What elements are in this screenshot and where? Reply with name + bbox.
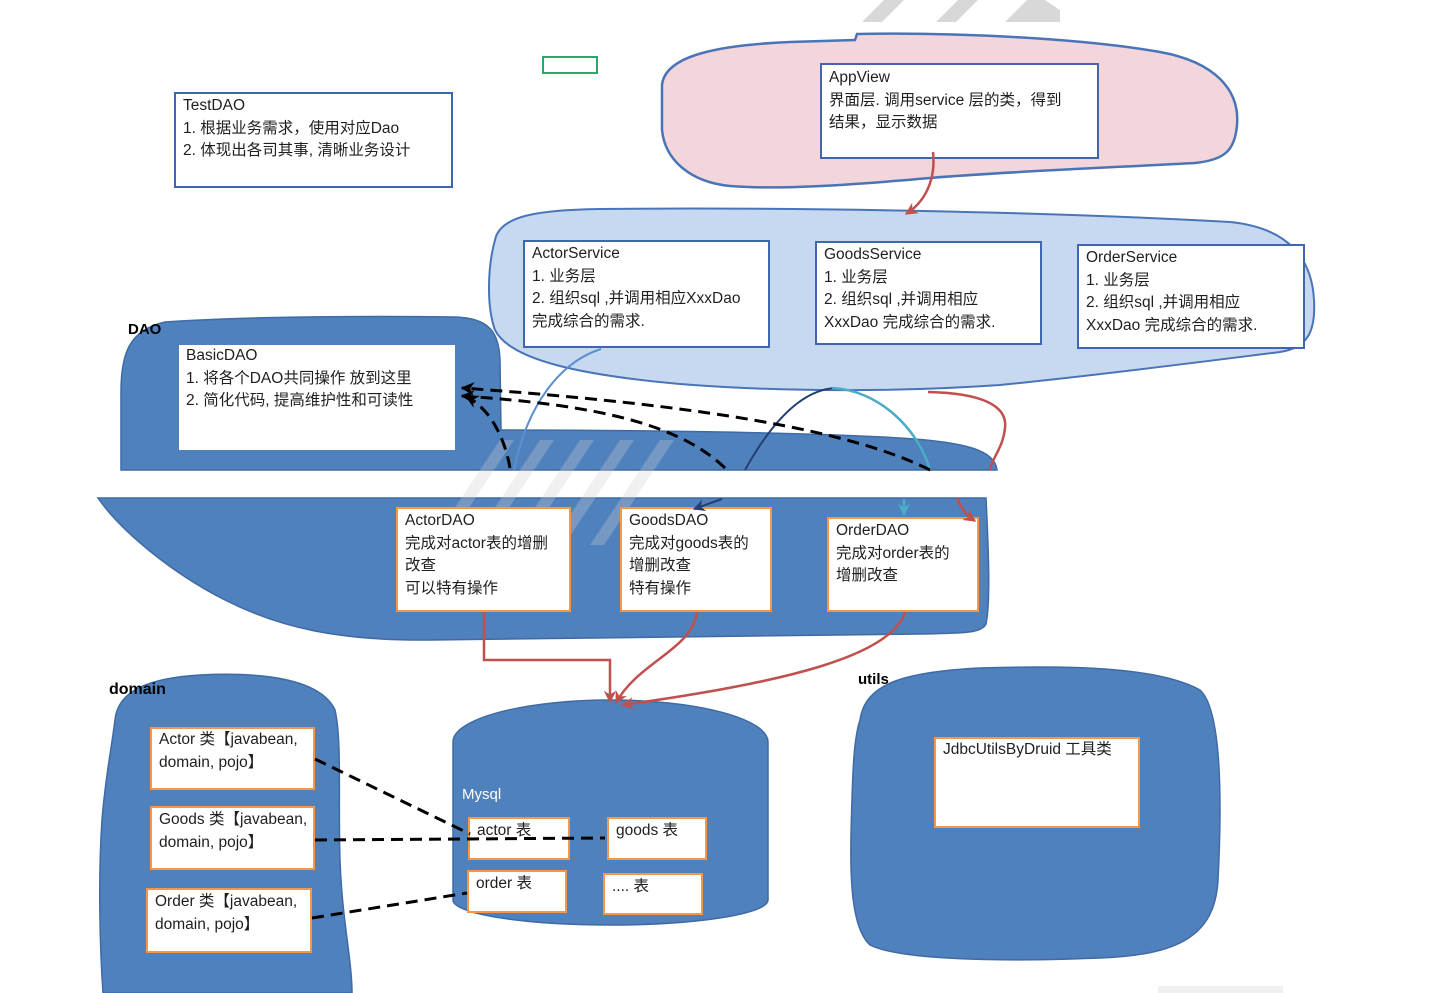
dao-line: 增删改查 <box>836 567 899 584</box>
service-line: XxxDao 完成综合的需求. <box>1086 316 1258 334</box>
order-table-box: order 表 <box>467 870 567 913</box>
basic-dao-box: BasicDAO 1. 将各个DAO共同操作 放到这里 2. 简化代码, 提高维… <box>179 345 455 450</box>
dao-line: 完成对actor表的增删 <box>405 534 548 552</box>
order-dao-box: OrderDAO 完成对order表的 增删改查 <box>827 517 979 612</box>
domain-order-class-box: Order 类【javabean, domain, pojo】 <box>146 888 312 953</box>
service-line: 2. 组织sql ,并调用相应XxxDao <box>532 290 741 307</box>
mysql-cylinder <box>452 699 769 926</box>
app-view-title: AppView <box>829 69 890 86</box>
table-label: actor 表 <box>477 822 532 839</box>
dao-title: GoodsDAO <box>629 512 709 529</box>
basic-dao-line: 2. 简化代码, 提高维护性和可读性 <box>186 392 414 409</box>
mysql-label: Mysql <box>462 786 502 803</box>
utils-layer-label: utils <box>858 671 889 688</box>
app-view-box: AppView 界面层. 调用service 层的类，得到 结果，显示数据 <box>820 63 1099 159</box>
service-line: XxxDao 完成综合的需求. <box>824 313 996 331</box>
service-title: OrderService <box>1086 249 1178 266</box>
watermark-stripes <box>862 0 1283 993</box>
dao-line: 特有操作 <box>629 579 692 597</box>
test-dao-line: 2. 体现出各司其事, 清晰业务设计 <box>183 142 411 159</box>
domain-class-line: Order 类【javabean, <box>155 893 298 910</box>
service-title: GoodsService <box>824 246 922 263</box>
table-label: order 表 <box>476 875 532 892</box>
app-view-line: 结果，显示数据 <box>829 114 938 131</box>
service-line: 2. 组织sql ,并调用相应 <box>824 291 979 308</box>
domain-class-line: Actor 类【javabean, <box>159 731 298 748</box>
goods-table-box: goods 表 <box>607 817 707 860</box>
basic-dao-title: BasicDAO <box>186 347 258 364</box>
test-dao-line: 1. 根据业务需求，使用对应Dao <box>183 119 400 137</box>
dao-line: 增删改查 <box>629 557 692 574</box>
test-dao-box: TestDAO 1. 根据业务需求，使用对应Dao 2. 体现出各司其事, 清晰… <box>174 92 453 188</box>
order-service-box: OrderService 1. 业务层 2. 组织sql ,并调用相应 XxxD… <box>1077 244 1305 349</box>
table-label: goods 表 <box>616 822 679 839</box>
domain-class-line: Goods 类【javabean, <box>159 811 308 828</box>
service-line: 1. 业务层 <box>1086 271 1150 289</box>
more-tables-box: .... 表 <box>603 873 703 915</box>
dao-line: 改查 <box>405 557 437 574</box>
service-title: ActorService <box>532 245 620 262</box>
app-view-line: 界面层. 调用service 层的类，得到 <box>829 91 1062 109</box>
green-placeholder-rect <box>542 56 598 74</box>
dao-line: 完成对goods表的 <box>629 534 749 552</box>
actor-dao-box: ActorDAO 完成对actor表的增删 改查 可以特有操作 <box>396 507 571 612</box>
domain-actor-class-box: Actor 类【javabean, domain, pojo】 <box>150 727 315 790</box>
table-label: .... 表 <box>612 878 650 895</box>
dao-layer-label: DAO <box>128 321 162 338</box>
domain-class-line: domain, pojo】 <box>155 915 260 933</box>
basic-dao-line: 1. 将各个DAO共同操作 放到这里 <box>186 369 412 387</box>
jdbc-utils-label: JdbcUtilsByDruid 工具类 <box>943 741 1112 758</box>
domain-class-line: domain, pojo】 <box>159 753 264 771</box>
jdbc-utils-box: JdbcUtilsByDruid 工具类 <box>934 737 1140 828</box>
service-line: 1. 业务层 <box>532 267 596 285</box>
dao-title: OrderDAO <box>836 522 910 539</box>
dao-title: ActorDAO <box>405 512 475 529</box>
service-line: 完成综合的需求. <box>532 312 645 330</box>
domain-class-line: domain, pojo】 <box>159 833 264 851</box>
goods-service-box: GoodsService 1. 业务层 2. 组织sql ,并调用相应 XxxD… <box>815 241 1042 345</box>
service-line: 1. 业务层 <box>824 268 888 286</box>
goods-dao-box: GoodsDAO 完成对goods表的 增删改查 特有操作 <box>620 507 772 612</box>
actor-service-box: ActorService 1. 业务层 2. 组织sql ,并调用相应XxxDa… <box>523 240 770 348</box>
service-line: 2. 组织sql ,并调用相应 <box>1086 294 1241 311</box>
test-dao-title: TestDAO <box>183 97 246 114</box>
actor-table-box: actor 表 <box>468 817 570 860</box>
dao-line: 可以特有操作 <box>405 579 499 597</box>
domain-layer-label: domain <box>109 681 166 698</box>
dao-line: 完成对order表的 <box>836 544 950 562</box>
domain-goods-class-box: Goods 类【javabean, domain, pojo】 <box>150 806 315 870</box>
